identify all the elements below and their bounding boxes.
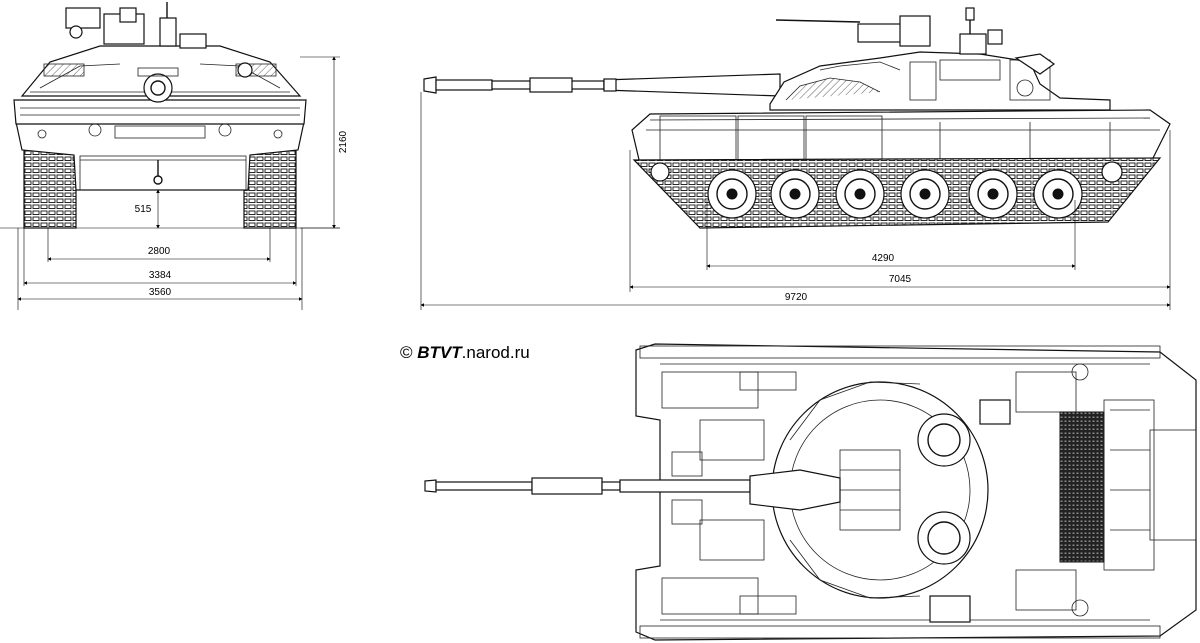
dim-track-label: 2800	[148, 246, 171, 257]
dim-wheelbase-label: 4290	[872, 253, 895, 264]
side-dimensions: 4290 7045 9720	[420, 92, 1171, 310]
front-view	[13, 2, 307, 229]
dim-total-length-label: 9720	[785, 292, 808, 303]
front-left-track	[23, 149, 77, 229]
dim-height-label: 2160	[338, 130, 349, 153]
front-turret	[20, 45, 302, 97]
dim-clearance-label: 515	[135, 204, 152, 215]
top-gun-barrel	[424, 479, 437, 493]
top-engine-grill	[1059, 411, 1105, 563]
side-gun-barrel	[423, 76, 437, 94]
credit-site-bold: BTVT	[417, 343, 462, 362]
copyright-symbol: ©	[400, 343, 413, 362]
top-gunner-hatch	[917, 511, 971, 565]
front-gun-muzzle	[143, 73, 173, 103]
credit-site-rest: .narod.ru	[461, 343, 530, 362]
side-view	[423, 7, 1171, 229]
dim-hull-width-label: 3384	[149, 270, 172, 281]
side-track	[632, 157, 1162, 229]
side-road-wheels	[650, 161, 1123, 219]
dim-hull-length-label: 7045	[889, 274, 912, 285]
front-right-track	[243, 149, 297, 229]
dim-total-width-label: 3560	[149, 287, 172, 298]
copyright-credit: © BTVT.narod.ru	[400, 343, 530, 363]
top-commander-hatch	[917, 413, 971, 467]
top-view	[424, 343, 1197, 641]
front-dimensions: 2160 515 2800 3384 3560	[0, 56, 349, 310]
